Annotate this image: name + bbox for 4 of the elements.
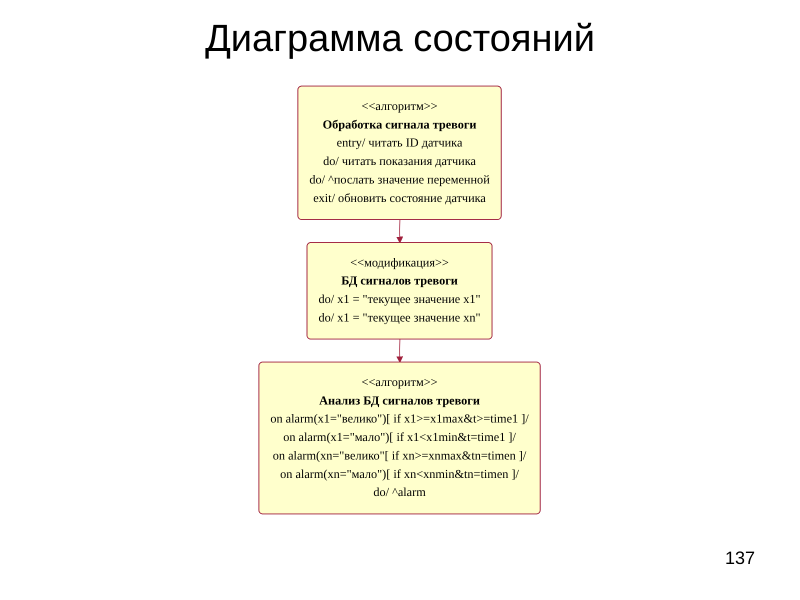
page-number: 137: [724, 548, 755, 569]
arrow: [396, 339, 404, 363]
arrow: [396, 220, 404, 244]
diagram-title: Диаграмма состояний: [204, 18, 596, 61]
